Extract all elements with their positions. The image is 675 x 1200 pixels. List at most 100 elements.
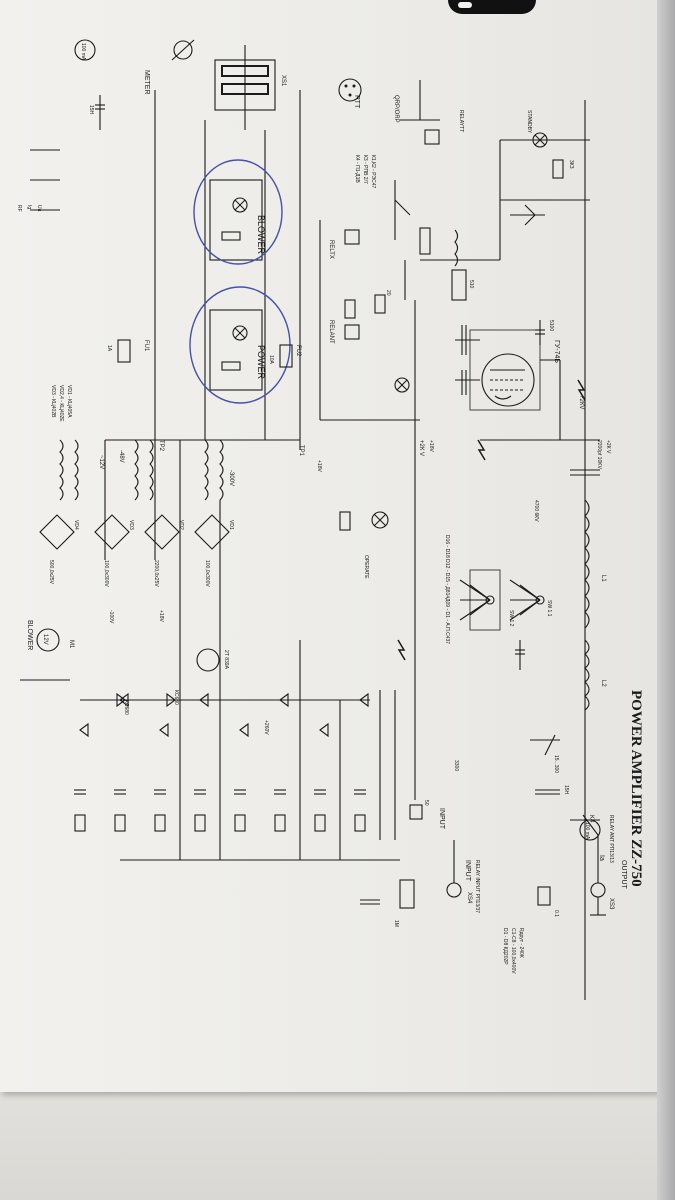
- c4700-label: 4700 6КV: [533, 500, 539, 522]
- diodes-note-2: D1 - D8 КД202Р: [502, 928, 508, 965]
- meter-label: METER: [143, 70, 150, 95]
- multiplier-resistor: [314, 814, 326, 832]
- input-label: INPUT: [464, 860, 471, 882]
- fu1-value: 1А: [106, 345, 112, 352]
- r15h-label: 15H: [88, 105, 94, 115]
- r20-label: 20: [385, 290, 391, 296]
- hv-label-top: +2К V: [605, 440, 611, 454]
- tr2-label: TP2: [158, 440, 164, 452]
- operate-indicator: OPERATE: [339, 511, 389, 579]
- cap-label-3: 100,0x300V: [103, 560, 109, 587]
- c5100-label: 5100: [548, 320, 554, 331]
- vd3-bridge: VD3: [94, 514, 134, 550]
- ia-meter-value: 100 mA: [584, 822, 590, 840]
- tube-gu74b: ГУ-74Б +2КV +2К V: [397, 329, 586, 661]
- cap-label-2: 2200,0x25V: [153, 560, 159, 587]
- r01-label: 0.1: [553, 910, 559, 917]
- qrp-label: QRP/ORP: [393, 95, 399, 123]
- relay-input-label: RELAY INPUT РП13/37: [474, 860, 480, 913]
- v12-label: ~12V: [98, 455, 104, 469]
- pen-clip: [458, 2, 472, 8]
- v18-label-c: +18V: [316, 460, 322, 472]
- multiplier-resistor: [234, 814, 246, 832]
- notes-right: Rдрут - 240К C1-C8 - 100,0x400V D1 - D8 …: [360, 879, 524, 974]
- hv-label-low: +2К V: [418, 440, 424, 456]
- relay-ant-label: RELAY ANT РП13/13: [608, 815, 614, 863]
- r1m-label: 1M: [393, 920, 399, 927]
- caps-note: C1-C8 - 100,0x400V: [510, 928, 516, 974]
- multiplier-resistor: [274, 814, 286, 832]
- relay-cap-label: 2200pf 10KV: [596, 440, 602, 470]
- input-small-label: INPUT: [438, 808, 445, 830]
- tube-caps: 5100 510: [419, 227, 554, 395]
- operate-label: OPERATE: [363, 555, 369, 579]
- c3300-label: 3300: [453, 760, 459, 771]
- sheet-edge: [657, 0, 675, 1200]
- hv-multiplier: [74, 692, 370, 832]
- xs3-label: XS3: [608, 898, 614, 910]
- multiplier-resistor: [154, 814, 166, 832]
- multiplier-resistor: [74, 814, 86, 832]
- v18-label-b: +18V: [158, 610, 164, 622]
- ptt-label: PTT: [353, 95, 360, 109]
- relay-note-2: К3 - РПВ 2/7: [362, 155, 368, 184]
- r15h-label-2: 15H: [563, 785, 569, 795]
- bus-lines: [104, 90, 600, 1000]
- tr1-label: TP1: [298, 445, 304, 457]
- r3k3-label: 3К3: [568, 160, 574, 169]
- v300-label: -300V: [228, 470, 234, 486]
- cap-label-4: 500,0x25V: [48, 560, 54, 585]
- transistor-label: 2Т 839А: [223, 650, 229, 670]
- tube-label: ГУ-74Б: [553, 340, 560, 363]
- fu2-value: 10А: [268, 355, 274, 365]
- kc630-label: КС630: [173, 690, 179, 705]
- schematic-drawing: POWER AMPLIFIER ZZ-750 OUTPUT XS3 RELAY …: [16, 39, 644, 1000]
- tank-circuit: L1 L2 2200pf 10KV +2К V SW 1.1 SW 1.2: [444, 440, 611, 773]
- cap-label-1: 100,0x300V: [204, 560, 210, 587]
- l2-label: L2: [600, 680, 606, 687]
- standby-section: STANDBY 3К3 RELAYTТ QRP/ORP PTT К1,К2 - …: [338, 78, 590, 261]
- ua-label: Ua: [36, 205, 42, 212]
- schematic-title: POWER AMPLIFIER ZZ-750: [628, 690, 644, 887]
- regulator: 2Т 839А КС630 КС680: [116, 648, 229, 715]
- r50-label: 50: [423, 800, 429, 806]
- sw11-switch: SW 1.1: [509, 579, 552, 621]
- blower-motor: 12V M1 BLOWER: [20, 620, 74, 681]
- output-label: OUTPUT: [620, 860, 627, 890]
- r510-label: 510: [468, 280, 474, 289]
- transformers: TP1 TP2 -300V -48V ~12V: [59, 439, 304, 501]
- m1-label: M1: [68, 640, 74, 649]
- relaytt-label: RELAYTТ: [458, 110, 464, 132]
- multiplier-diode: [319, 722, 329, 738]
- reltx-label: RELTX: [328, 240, 334, 259]
- v260-label: +260V: [263, 720, 269, 735]
- fu1-label: FU1: [143, 340, 149, 352]
- multiplier-diode: [159, 722, 169, 738]
- xs1-connector: XS1: [214, 45, 286, 130]
- ig-label: Ig: [26, 205, 32, 209]
- multiplier-diode: [79, 722, 89, 738]
- vd-note-3: VD3 - КЦ402В: [50, 385, 56, 418]
- fuses: FU1 1А FU2 10А: [106, 339, 301, 368]
- k4-label: K4: [588, 815, 594, 823]
- c15-label: 15...300: [553, 755, 559, 773]
- vd4-bridge: VD4: [39, 514, 79, 550]
- standby-label: STANDBY: [526, 110, 532, 134]
- relay-block: 20 RELTX RELANT +18V: [319, 180, 434, 452]
- vd-note-2: VD2,4 - КЦ402Е: [58, 385, 64, 422]
- input-section: XS4 INPUT RELAY INPUT РП13/37 INPUT 50: [409, 800, 480, 913]
- xs1-label: XS1: [280, 75, 286, 87]
- vd-note-1: VD1 - КЦ405А: [66, 385, 72, 418]
- svg-text:VD3: VD3: [128, 520, 134, 530]
- power-box-label: POWER: [256, 345, 266, 380]
- rf-label: RF: [16, 205, 22, 212]
- xs4-label: XS4: [466, 892, 472, 904]
- ia-label: Ia: [598, 855, 605, 861]
- rad-note: Rдрут - 240К: [518, 928, 524, 958]
- blower-box-label: BLOWER: [256, 215, 266, 255]
- supply-labels: +260V +18V 3300: [263, 460, 459, 771]
- ia-meter: 100 mA Ia 0.1 15H: [535, 785, 605, 917]
- v18-label-a: +18V: [428, 440, 434, 452]
- multiplier-resistor: [114, 814, 126, 832]
- output-section: OUTPUT XS3 RELAY ANT РП13/13 K4: [582, 814, 627, 916]
